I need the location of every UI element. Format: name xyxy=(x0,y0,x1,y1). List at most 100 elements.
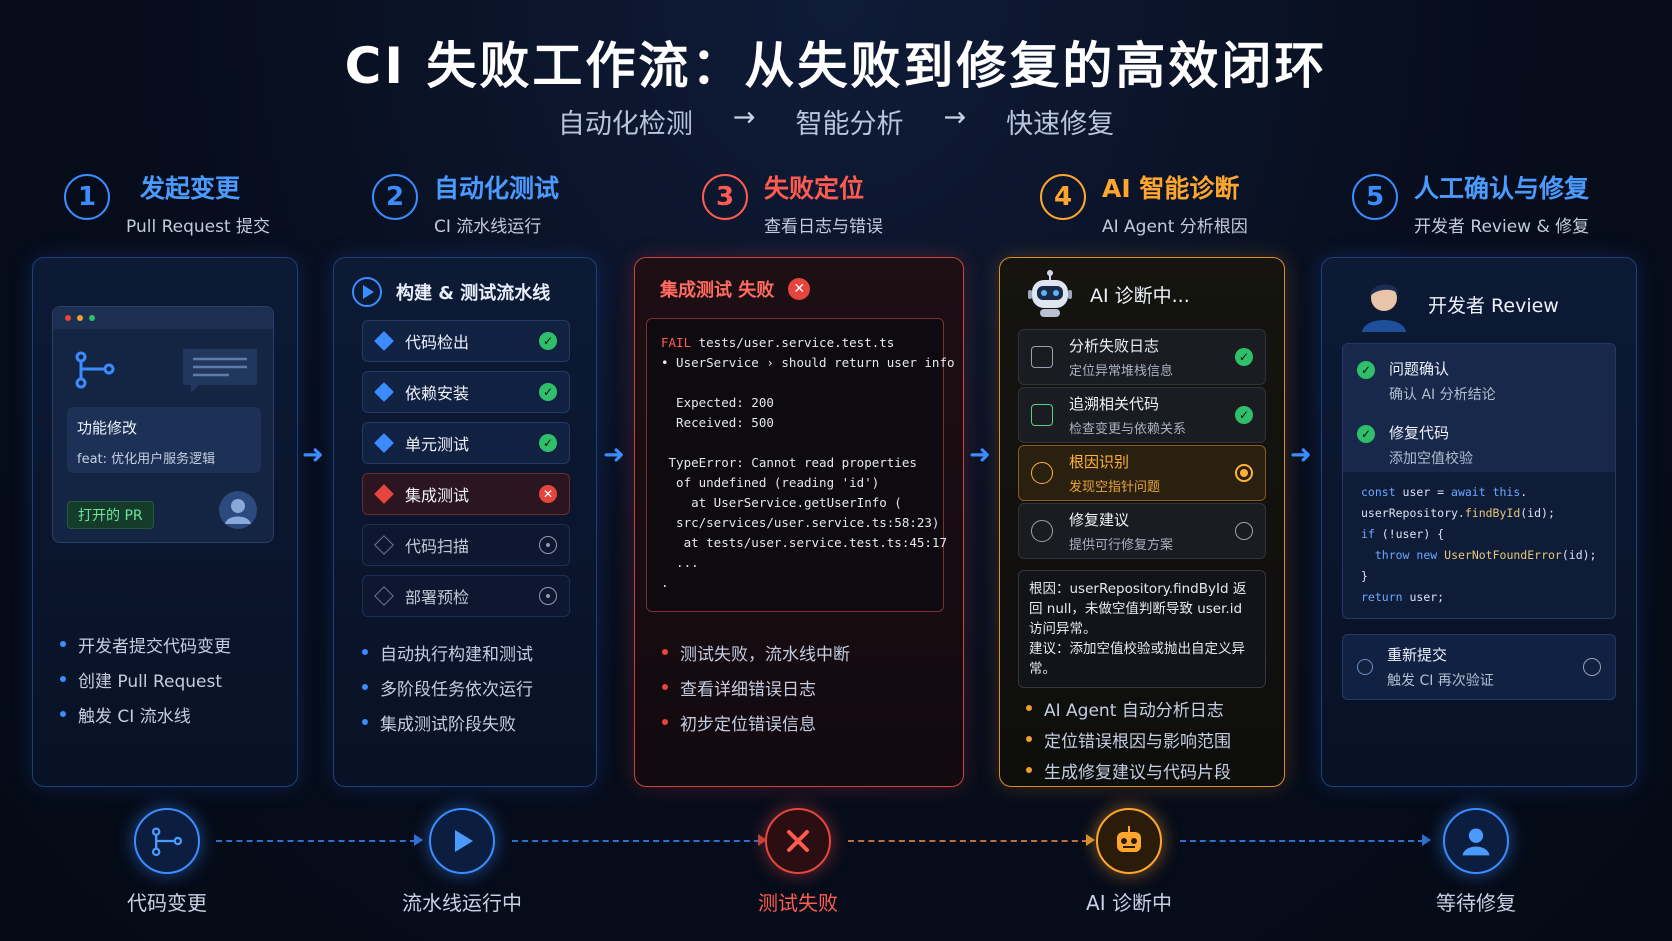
flow-connector xyxy=(512,840,760,842)
step-header-5: 5 人工确认与修复 开发者 Review & 修复 xyxy=(1352,174,1589,237)
review-item-confirm[interactable]: ✓ 问题确认确认 AI 分析结论 xyxy=(1343,344,1615,408)
stage-deploy-check[interactable]: 部署预检 xyxy=(362,575,570,617)
check-icon: ✓ xyxy=(1357,361,1375,379)
stage-label: 依赖安装 xyxy=(405,384,470,403)
review-title: 开发者 Review xyxy=(1428,294,1559,317)
arrow-right-icon: ➜ xyxy=(969,440,991,470)
bullet-item: 初步定位错误信息 xyxy=(658,710,850,735)
resubmit-title: 重新提交 xyxy=(1387,646,1448,664)
user-icon xyxy=(1462,828,1490,856)
stage-unit-test[interactable]: 单元测试 ✓ xyxy=(362,422,570,464)
check-icon: ✓ xyxy=(539,383,557,401)
status-label: 代码变更 xyxy=(127,891,207,915)
resubmit-button[interactable]: 重新提交触发 CI 再次验证 xyxy=(1342,634,1616,700)
robot-icon xyxy=(1117,826,1141,852)
status-label: AI 诊断中 xyxy=(1086,891,1172,915)
log-body: • UserService › should return user info … xyxy=(661,355,955,590)
pending-icon xyxy=(539,536,557,554)
step-number: 5 xyxy=(1352,174,1398,220)
bullet-item: 定位错误根因与影响范围 xyxy=(1022,727,1231,752)
stage-node-icon xyxy=(374,535,394,555)
comment-icon xyxy=(183,349,257,393)
step-header-3: 3 失败定位 查看日志与错误 xyxy=(702,174,883,237)
check-icon: ✓ xyxy=(539,332,557,350)
stage-node-icon xyxy=(374,433,394,453)
check-icon: ✓ xyxy=(1235,348,1253,366)
window-dot-yellow xyxy=(77,315,83,321)
user-icon xyxy=(225,499,251,524)
diag-title: 根因识别 xyxy=(1069,453,1130,471)
pr-card-title: 功能修改 xyxy=(77,419,138,437)
stage-label: 部署预检 xyxy=(405,588,470,607)
stage-label: 代码扫描 xyxy=(405,537,470,556)
diag-desc: 发现空指针问题 xyxy=(1069,480,1161,495)
step-title: 失败定位 xyxy=(764,174,865,203)
stage-label: 代码检出 xyxy=(405,333,470,352)
arrow-right-icon: ➜ xyxy=(1290,440,1312,470)
bullet-item: 创建 Pull Request xyxy=(56,667,231,692)
window-dot-green xyxy=(89,315,95,321)
subtitle-arrow-2: → xyxy=(943,102,967,133)
bullet-item: AI Agent 自动分析日志 xyxy=(1022,696,1231,721)
git-branch-icon xyxy=(75,351,115,389)
stage-install[interactable]: 依赖安装 ✓ xyxy=(362,371,570,413)
step-header-1: 1 发起变更 Pull Request 提交 xyxy=(64,174,270,237)
bullet-item: 集成测试阶段失败 xyxy=(358,710,533,735)
log-analysis-icon xyxy=(1031,346,1053,368)
stage-node-icon xyxy=(374,382,394,402)
bullet-item: 生成修复建议与代码片段 xyxy=(1022,758,1231,783)
flow-connector xyxy=(216,840,416,842)
status-label: 流水线运行中 xyxy=(402,891,522,915)
status-node-waiting xyxy=(1443,808,1509,874)
stage-code-scan[interactable]: 代码扫描 xyxy=(362,524,570,566)
subtitle-stage-2: 智能分析 xyxy=(795,109,904,140)
check-icon: ✓ xyxy=(1235,406,1253,424)
step-subtitle: 开发者 Review & 修复 xyxy=(1414,217,1590,237)
root-cause-box: 根因：userRepository.findById 返回 null，未做空值判… xyxy=(1018,570,1266,688)
diag-analyze-logs[interactable]: 分析失败日志定位异常堆栈信息 ✓ xyxy=(1018,329,1266,385)
status-node-failed xyxy=(765,808,831,874)
log-file: tests/user.service.test.ts xyxy=(691,335,895,350)
avatar xyxy=(219,491,257,529)
step-number: 3 xyxy=(702,174,748,220)
step-number: 4 xyxy=(1040,174,1086,220)
stage-label: 单元测试 xyxy=(405,435,470,454)
step-subtitle: Pull Request 提交 xyxy=(126,217,271,237)
step-number: 1 xyxy=(64,174,110,220)
stage-checkout[interactable]: 代码检出 ✓ xyxy=(362,320,570,362)
pr-card[interactable]: 功能修改 feat: 优化用户服务逻辑 xyxy=(67,407,261,473)
review-item-desc: 添加空值校验 xyxy=(1389,451,1473,467)
diag-desc: 提供可行修复方案 xyxy=(1069,538,1174,553)
ai-header: AI 诊断中... xyxy=(1024,268,1190,320)
stage-label: 集成测试 xyxy=(405,486,470,505)
pending-icon xyxy=(539,587,557,605)
connector-arrowhead xyxy=(414,834,423,846)
stage-node-icon xyxy=(374,586,394,606)
flow-connector xyxy=(848,840,1088,842)
stage-integration-test[interactable]: 集成测试 ✕ xyxy=(362,473,570,515)
review-item-fix[interactable]: ✓ 修复代码添加空值校验 xyxy=(1343,408,1615,472)
step-header-4: 4 AI 智能诊断 AI Agent 分析根因 xyxy=(1040,174,1248,237)
check-icon: ✓ xyxy=(1357,425,1375,443)
review-item-title: 修复代码 xyxy=(1389,424,1450,442)
window-titlebar xyxy=(53,307,273,329)
review-item-title: 问题确认 xyxy=(1389,360,1450,378)
copy-icon xyxy=(1031,404,1053,426)
status-node-ai xyxy=(1096,808,1162,874)
flow-connector xyxy=(1180,840,1424,842)
play-icon xyxy=(352,277,382,307)
connector-arrowhead xyxy=(1086,834,1095,846)
arrow-right-icon: ➜ xyxy=(302,440,324,470)
diag-root-cause[interactable]: 根因识别发现空指针问题 xyxy=(1018,445,1266,501)
diag-desc: 定位异常堆栈信息 xyxy=(1069,364,1174,379)
pipeline-header: 构建 & 测试流水线 xyxy=(352,277,550,307)
review-header: 开发者 Review xyxy=(1354,274,1559,334)
arrow-right-icon: ➜ xyxy=(603,440,625,470)
diag-title: 分析失败日志 xyxy=(1069,337,1160,355)
diag-fix-suggestion[interactable]: 修复建议提供可行修复方案 xyxy=(1018,503,1266,559)
subtitle: 自动化检测 → 智能分析 → 快速修复 xyxy=(0,102,1672,141)
stage-node-icon xyxy=(374,484,394,504)
pr-status-badge: 打开的 PR xyxy=(67,501,154,529)
fix-code-snippet: const user = await this. userRepository.… xyxy=(1361,485,1597,604)
diag-trace-code[interactable]: 追溯相关代码检查变更与依赖关系 ✓ xyxy=(1018,387,1266,443)
